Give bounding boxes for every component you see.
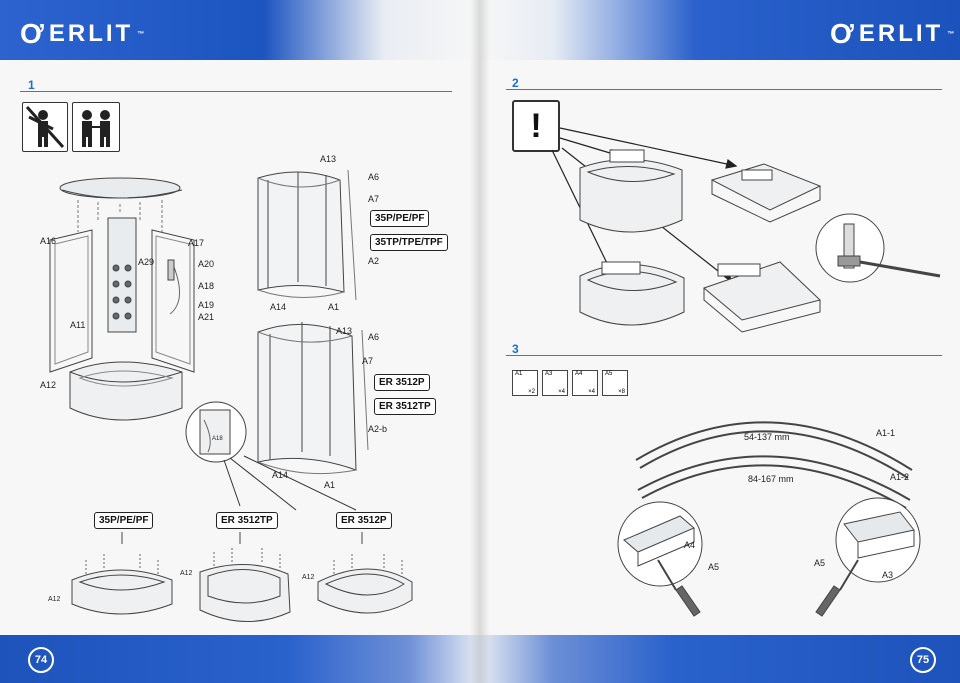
part-label-a3: A3 [882, 570, 894, 580]
model-label-er3512tp: ER 3512TP [374, 398, 436, 415]
part-label-a2-b: A2-b [368, 424, 388, 434]
part-label-a17: A17 [188, 238, 205, 248]
step-rule-1 [20, 91, 452, 92]
step-number-1: 1 [28, 78, 35, 92]
part-label-a12-tray1: A12 [48, 596, 61, 603]
part-label-a6-b: A6 [368, 332, 380, 342]
part-label-a12: A12 [40, 380, 57, 390]
part-label-a13-b: A13 [336, 326, 353, 336]
part-label-a14-b: A14 [272, 470, 289, 480]
header-band-right [480, 0, 960, 60]
part-label-a21: A21 [198, 312, 215, 322]
part-label-a7-b: A7 [362, 356, 374, 366]
part-label-a18: A18 [198, 281, 215, 291]
model-label-er3512p: ER 3512P [374, 374, 430, 391]
part-label-a1-1: A1-1 [876, 428, 896, 438]
logo-mark-icon: Ơ [830, 18, 857, 49]
page-number-right: 75 [910, 647, 936, 673]
part-label-a5-left: A5 [708, 562, 720, 572]
part-label-a6: A6 [368, 172, 380, 182]
part-label-a13: A13 [320, 154, 337, 164]
measurement-lower: 84-167 mm [748, 474, 794, 484]
part-label-a1-2: A1-2 [890, 472, 910, 482]
single-person-prohibited-icon [22, 102, 68, 152]
warning-icon: ! [512, 100, 560, 152]
footer-band-right [480, 635, 960, 683]
tray-label-er3512tp: ER 3512TP [216, 512, 278, 529]
step-rule-3 [506, 355, 942, 356]
step-number-2: 2 [512, 76, 519, 90]
part-label-a19: A19 [198, 300, 215, 310]
footer-band-left [0, 635, 480, 683]
parts-tile-a4: A4 ×4 [572, 370, 598, 396]
part-label-a2: A2 [368, 256, 380, 266]
page-left: Ơ ERLIT ™ 1 [0, 0, 480, 683]
model-label-35p: 35P/PE/PF [370, 210, 430, 227]
tray-label-35p: 35P/PE/PF [94, 512, 154, 529]
part-label-a20: A20 [198, 259, 215, 269]
parts-tile-a1: A1 ×2 [512, 370, 538, 396]
part-label-a12-tray3: A12 [302, 574, 315, 581]
page-right: Ơ ERLIT ™ 2 ! [480, 0, 960, 683]
part-label-a7: A7 [368, 194, 380, 204]
step3-rail-drawing [617, 421, 921, 617]
step2-step3-drawing [551, 127, 941, 333]
logo-mark-icon: Ơ [20, 18, 47, 49]
parts-tile-a5: A5 ×8 [602, 370, 628, 396]
header-band-left [0, 0, 480, 60]
measurement-upper: 54-137 mm [744, 432, 790, 442]
logo-text: ERLIT [858, 20, 944, 47]
model-label-35tp: 35TP/TPE/TPF [370, 234, 448, 251]
logo-text: ERLIT [48, 20, 134, 47]
part-label-a11: A11 [70, 320, 86, 330]
page-number-left: 74 [28, 647, 54, 673]
trademark-symbol: ™ [947, 30, 958, 38]
part-label-a29: A29 [138, 257, 155, 267]
brand-logo-right: Ơ ERLIT ™ [830, 18, 957, 50]
brand-logo-left: Ơ ERLIT ™ [20, 18, 147, 50]
part-label-a12-tray2: A12 [180, 570, 193, 577]
step1-exploded-drawing [49, 169, 413, 622]
trademark-symbol: ™ [137, 30, 148, 38]
part-label-a14: A14 [270, 302, 287, 312]
part-label-a5-right: A5 [814, 558, 826, 568]
two-person-required-icon [72, 102, 120, 152]
step-rule-2 [506, 89, 942, 90]
part-label-a1-b: A1 [324, 480, 336, 490]
parts-tile-a3: A3 ×4 [542, 370, 568, 396]
part-label-a18-zoom: A18 [212, 436, 223, 442]
tray-label-er3512p: ER 3512P [336, 512, 392, 529]
part-label-a4: A4 [684, 540, 696, 550]
step-number-3: 3 [512, 342, 519, 356]
part-label-a1: A1 [328, 302, 340, 312]
part-label-a16: A16 [40, 236, 57, 246]
